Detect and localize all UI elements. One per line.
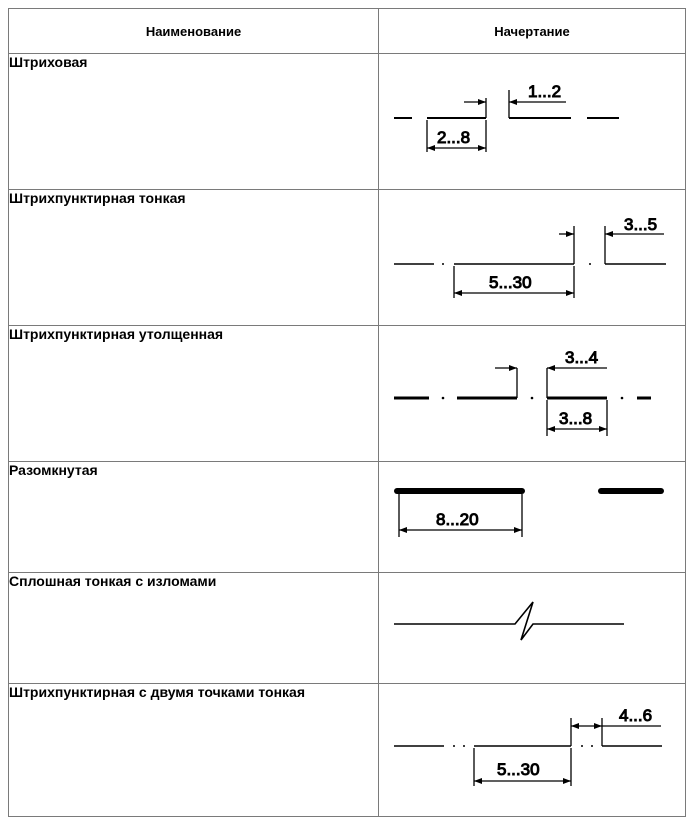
dash-dot-thin-drawing: 3...5 5...30: [394, 215, 666, 298]
dim-label: 3...8: [559, 409, 592, 428]
row-drawing: 8...20: [378, 461, 686, 573]
line-types-table: Наименование Начертание Штриховая: [8, 8, 686, 817]
row-name: Штрихпунктирная с двумя точками тонкая: [8, 683, 379, 817]
table-row: Разомкнутая 8...20: [8, 461, 686, 573]
row-drawing: 3...5 5...30: [378, 189, 686, 326]
table-row: Штрихпунктирная с двумя точками тонкая: [8, 683, 686, 817]
table-row: Штрихпунктирная утолщенная: [8, 325, 686, 462]
dim-label: 8...20: [436, 510, 479, 529]
dim-label: 4...6: [619, 706, 652, 725]
row-drawing: 4...6 5...30: [378, 683, 686, 817]
header-drawing: Начертание: [378, 8, 686, 54]
dim-label: 1...2: [528, 82, 561, 101]
row-name: Штрихпунктирная утолщенная: [8, 325, 379, 462]
dim-label: 5...30: [489, 273, 532, 292]
table-row: Сплошная тонкая с изломами: [8, 572, 686, 684]
dim-label: 3...4: [565, 348, 598, 367]
header-row: Наименование Начертание: [8, 8, 686, 54]
row-name: Штриховая: [8, 53, 379, 190]
table-row: Штриховая: [8, 53, 686, 190]
dim-label: 2...8: [437, 128, 470, 147]
row-drawing: 1...2 2...8: [378, 53, 686, 190]
row-name: Разомкнутая: [8, 461, 379, 573]
row-name: Штрихпунктирная тонкая: [8, 189, 379, 326]
header-name: Наименование: [8, 8, 379, 54]
dash-dot-thick-drawing: 3...4 3...8: [394, 348, 651, 436]
dim-label: 3...5: [624, 215, 657, 234]
open-line-drawing: 8...20: [394, 488, 664, 537]
dash-double-dot-drawing: 4...6 5...30: [394, 706, 662, 786]
row-name: Сплошная тонкая с изломами: [8, 572, 379, 684]
row-drawing: 3...4 3...8: [378, 325, 686, 462]
dashed-line-drawing: 1...2 2...8: [394, 82, 619, 152]
dim-label: 5...30: [497, 760, 540, 779]
zigzag-line-drawing: [394, 601, 624, 641]
table-row: Штрихпунктирная тонкая: [8, 189, 686, 326]
row-drawing: [378, 572, 686, 684]
